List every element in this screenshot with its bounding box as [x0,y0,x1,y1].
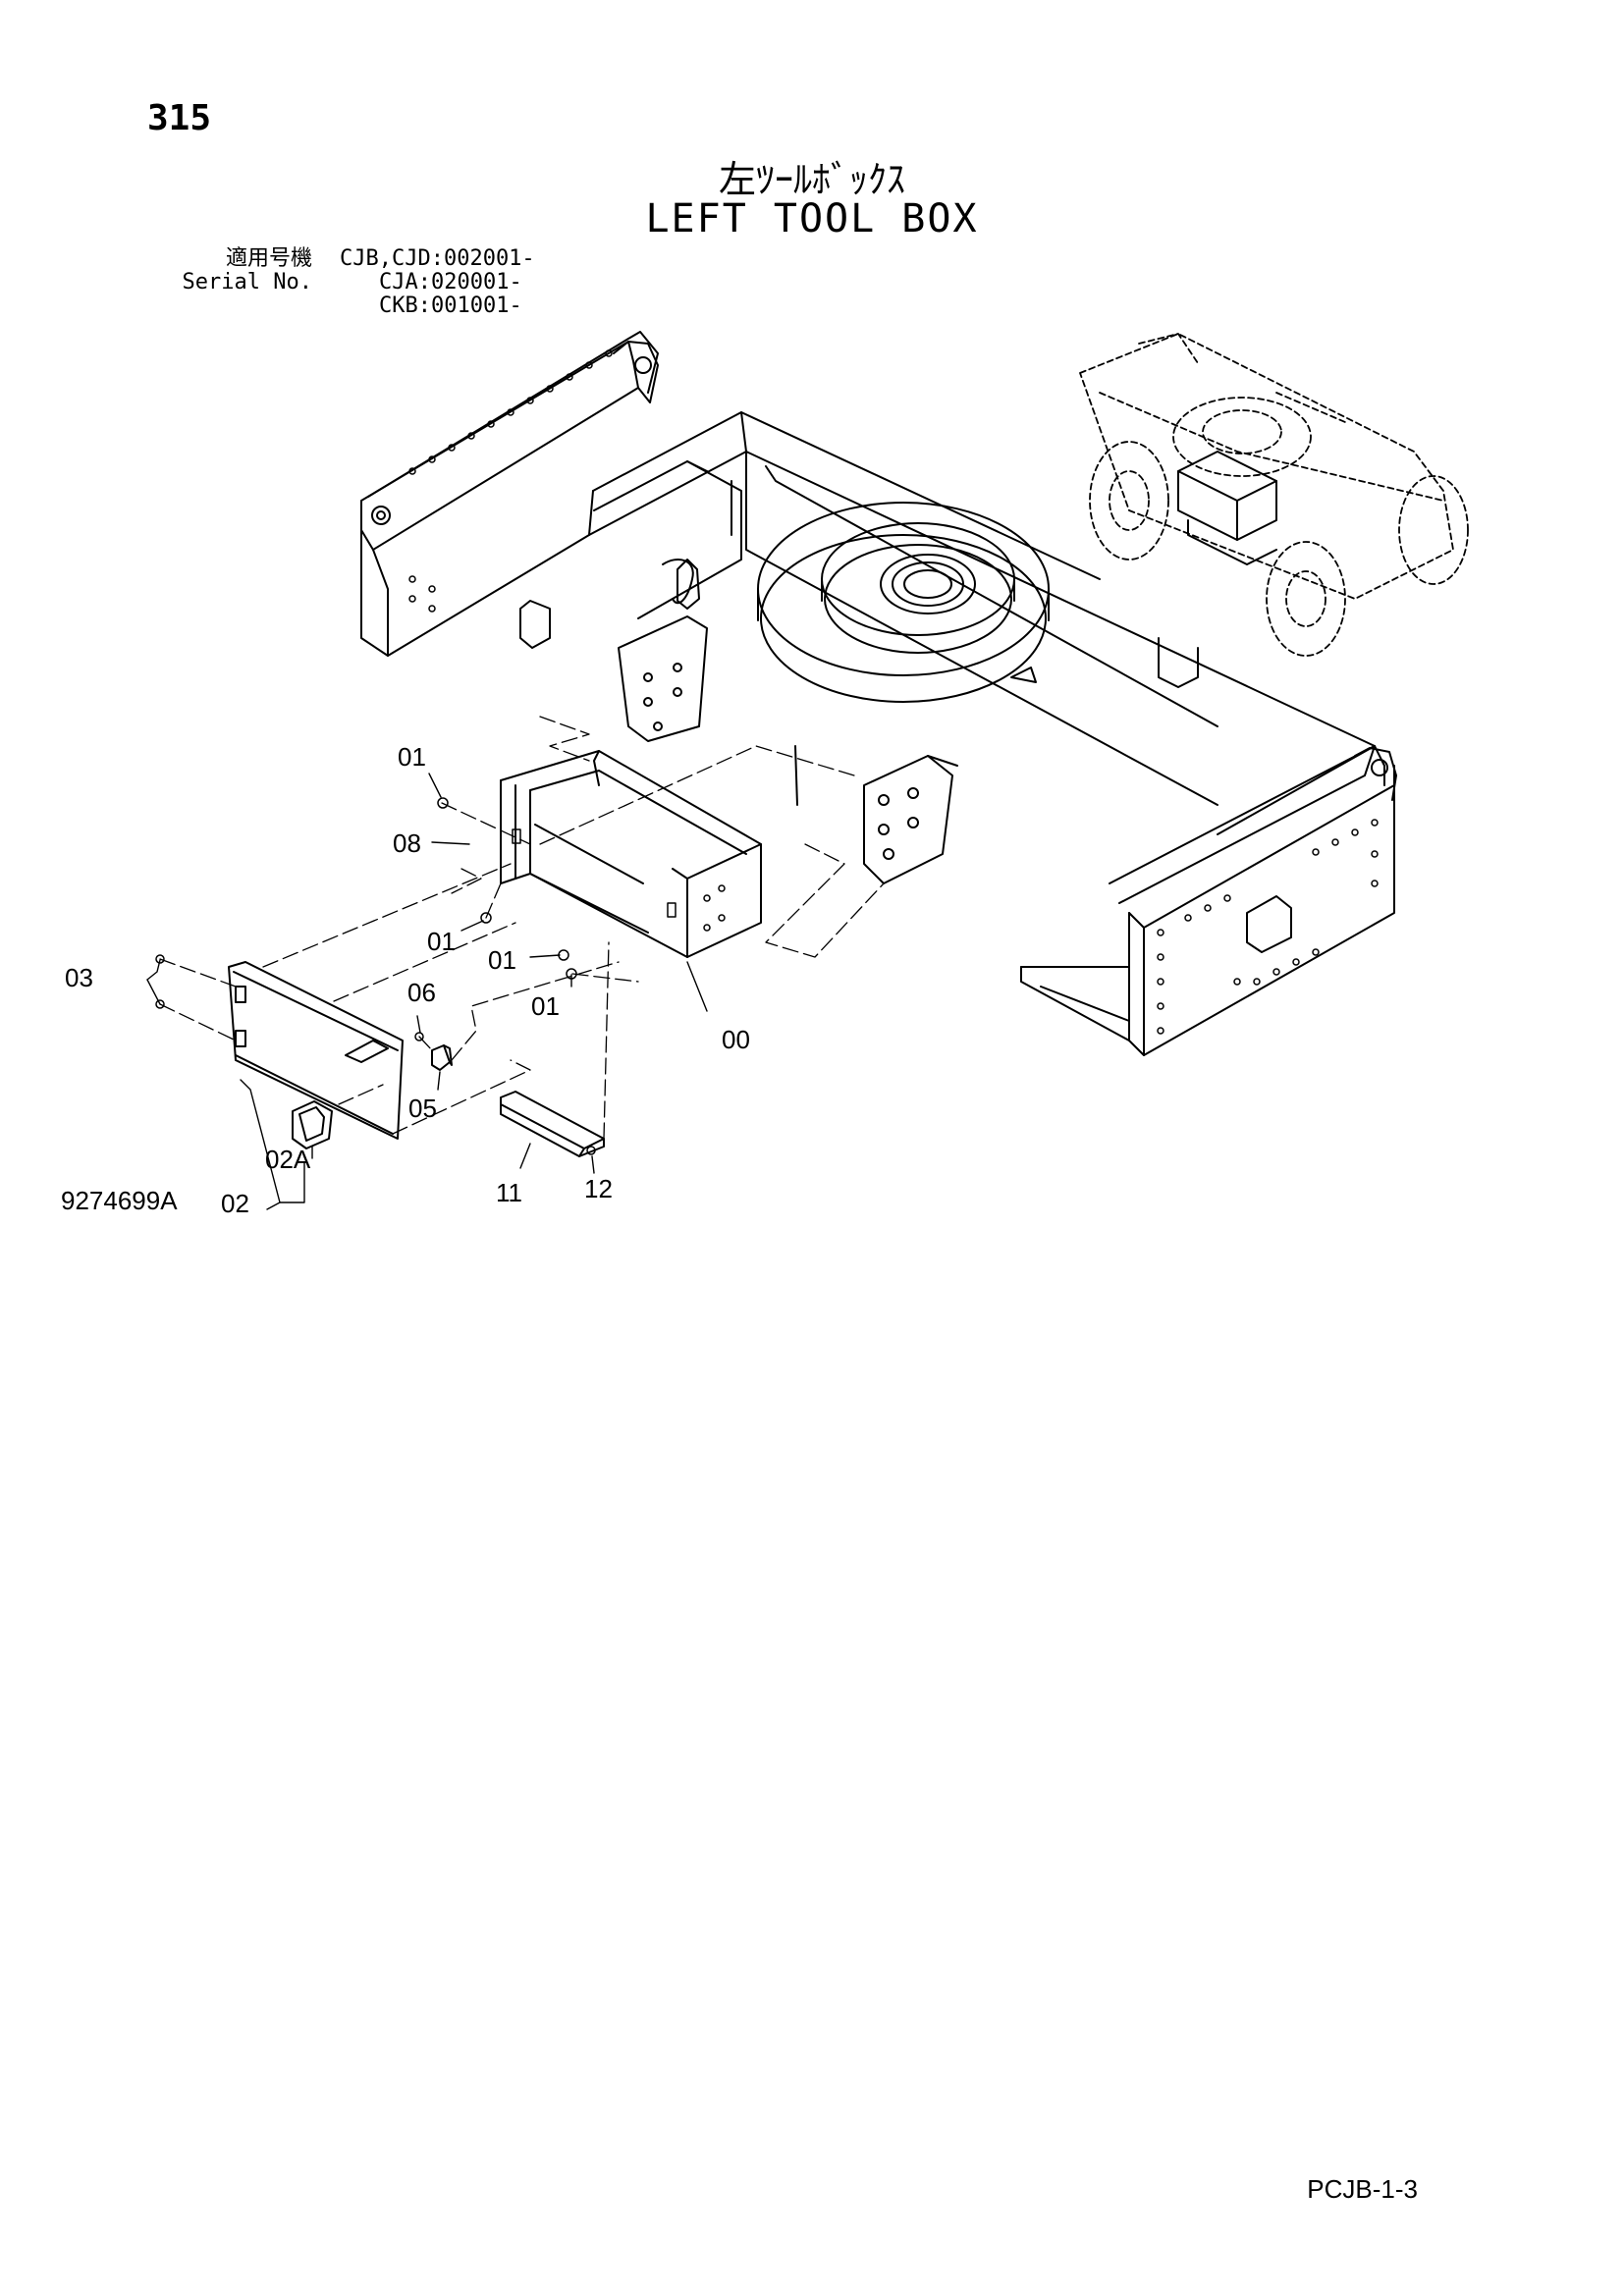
callout-01: 01 [488,945,516,975]
callout-01: 01 [398,742,426,772]
serial-row: 適用号機 CJB,CJD:002001- [155,247,535,271]
callout-02: 02 [221,1189,249,1218]
callout-08: 08 [393,828,421,858]
serial-label: Serial No. [182,270,312,294]
serial-row: CKB:001001- [155,294,535,318]
serial-value: CJB,CJD:002001- [340,246,535,271]
footer-page-code: PCJB-1-3 [1307,2174,1418,2204]
fastener-marks [155,797,596,1155]
page-number: 315 [147,98,212,138]
latch-drawing [292,1100,333,1149]
callout-06: 06 [407,978,436,1007]
title-english: LEFT TOOL BOX [645,196,979,241]
toolbox-body-drawing [500,750,762,958]
callout-02A: 02A [265,1145,311,1174]
callout-12: 12 [584,1174,613,1203]
callout-01: 01 [531,991,560,1021]
drawing-number: 9274699A [61,1186,178,1215]
callout-leaders [146,773,708,1210]
serial-number-block: 適用号機 CJB,CJD:002001- Serial No. CJA:0200… [155,247,535,318]
main-frame-drawing [360,331,1397,1056]
serial-value: CJA:020001- [379,270,522,294]
callout-00: 00 [722,1025,750,1054]
callout-01: 01 [427,927,456,956]
title-japanese: 左ﾂｰﾙﾎﾞｯｸｽ [718,158,905,201]
serial-label: 適用号機 [225,246,312,271]
assembly-guide-lines [159,716,885,1140]
callout-05: 05 [408,1094,437,1123]
serial-row: Serial No. CJA:020001- [155,271,535,294]
inset-toolbox-highlight [1177,451,1277,565]
inset-machine-view [1079,333,1469,657]
callout-03: 03 [65,963,93,992]
door-panel-drawing [228,961,404,1140]
tray-drawing [500,1091,605,1157]
serial-value: CKB:001001- [379,294,522,318]
catch-drawing [431,1044,453,1071]
callout-11: 11 [496,1178,522,1207]
